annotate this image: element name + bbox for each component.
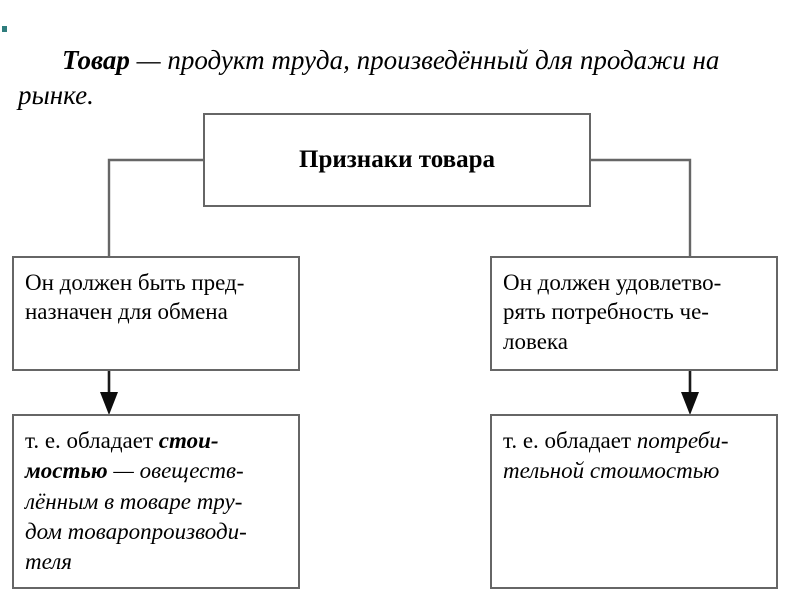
page-title-rest: — продукт труда, произведённый для прода… bbox=[18, 45, 720, 111]
node-consequence-left-term: стои- мостью bbox=[25, 428, 219, 484]
page-title-keyword: Товар bbox=[62, 45, 130, 75]
node-condition-right-label: Он должен удовлетво- рять потребность че… bbox=[503, 270, 722, 354]
node-priznaki-tovara: Признаки товара bbox=[203, 113, 591, 207]
connector-root-to-right-condition bbox=[591, 158, 692, 256]
page-title: Товар — продукт труда, произведённый для… bbox=[18, 43, 788, 113]
arrowhead-left bbox=[100, 392, 118, 415]
stray-pixel-artifact bbox=[2, 26, 7, 32]
node-consequence-right-text: т. е. обладает потреби- тельной стоимост… bbox=[503, 426, 765, 487]
node-consequence-left-text: т. е. обладает стои- мостью — овеществ- … bbox=[25, 426, 287, 578]
node-condition-right: Он должен удовлетво- рять потребность че… bbox=[490, 256, 778, 371]
connector-root-to-left-condition bbox=[107, 158, 203, 256]
node-consequence-right-definition: потреби- тельной стоимостью bbox=[503, 428, 729, 484]
node-consequence-right-lead: т. е. обладает bbox=[503, 428, 637, 453]
node-consequence-left: т. е. обладает стои- мостью — овеществ- … bbox=[12, 414, 300, 589]
node-consequence-left-lead: т. е. обладает bbox=[25, 428, 159, 453]
node-consequence-right: т. е. обладает потреби- тельной стоимост… bbox=[490, 414, 778, 589]
node-priznaki-tovara-label: Признаки товара bbox=[299, 146, 495, 173]
node-consequence-left-definition: — овеществ- лённым в товаре тру- дом тов… bbox=[25, 458, 247, 575]
node-condition-left: Он должен быть пред- назначен для обмена bbox=[12, 256, 300, 371]
node-condition-left-label: Он должен быть пред- назначен для обмена bbox=[25, 270, 245, 325]
arrowhead-right bbox=[681, 392, 699, 415]
